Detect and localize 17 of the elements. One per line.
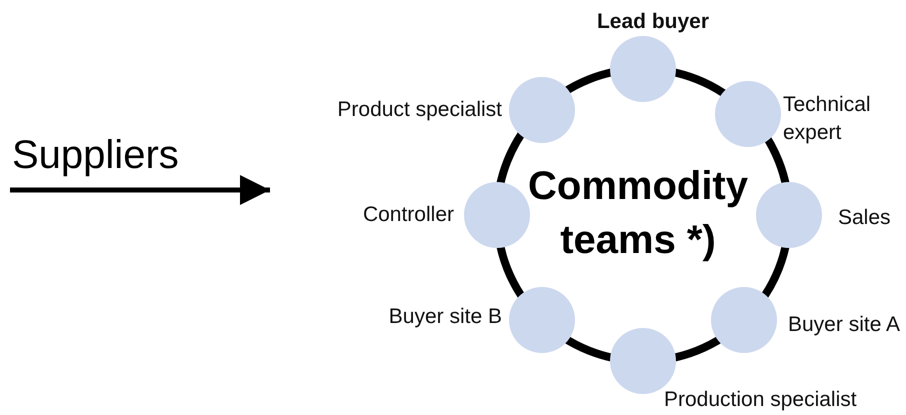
member-circle (508, 287, 575, 354)
flow-label: Suppliers (12, 132, 179, 178)
role-label: Sales (838, 205, 892, 231)
role-label: Buyer site B (388, 304, 502, 330)
role-label: Technical expert (783, 92, 872, 146)
role-label: Buyer site A (788, 312, 902, 338)
member-circle (711, 287, 778, 354)
role-label: Production specialist (664, 387, 858, 413)
member-circle (715, 80, 782, 147)
member-circle (508, 76, 575, 143)
member-circle (756, 182, 822, 248)
role-label: Lead buyer (596, 9, 710, 35)
role-label: Controller (362, 202, 454, 228)
ring-title: Commodity teams *) (527, 163, 749, 264)
member-circle (464, 182, 530, 248)
role-label: Product specialist (336, 97, 502, 123)
member-circle (610, 36, 676, 102)
